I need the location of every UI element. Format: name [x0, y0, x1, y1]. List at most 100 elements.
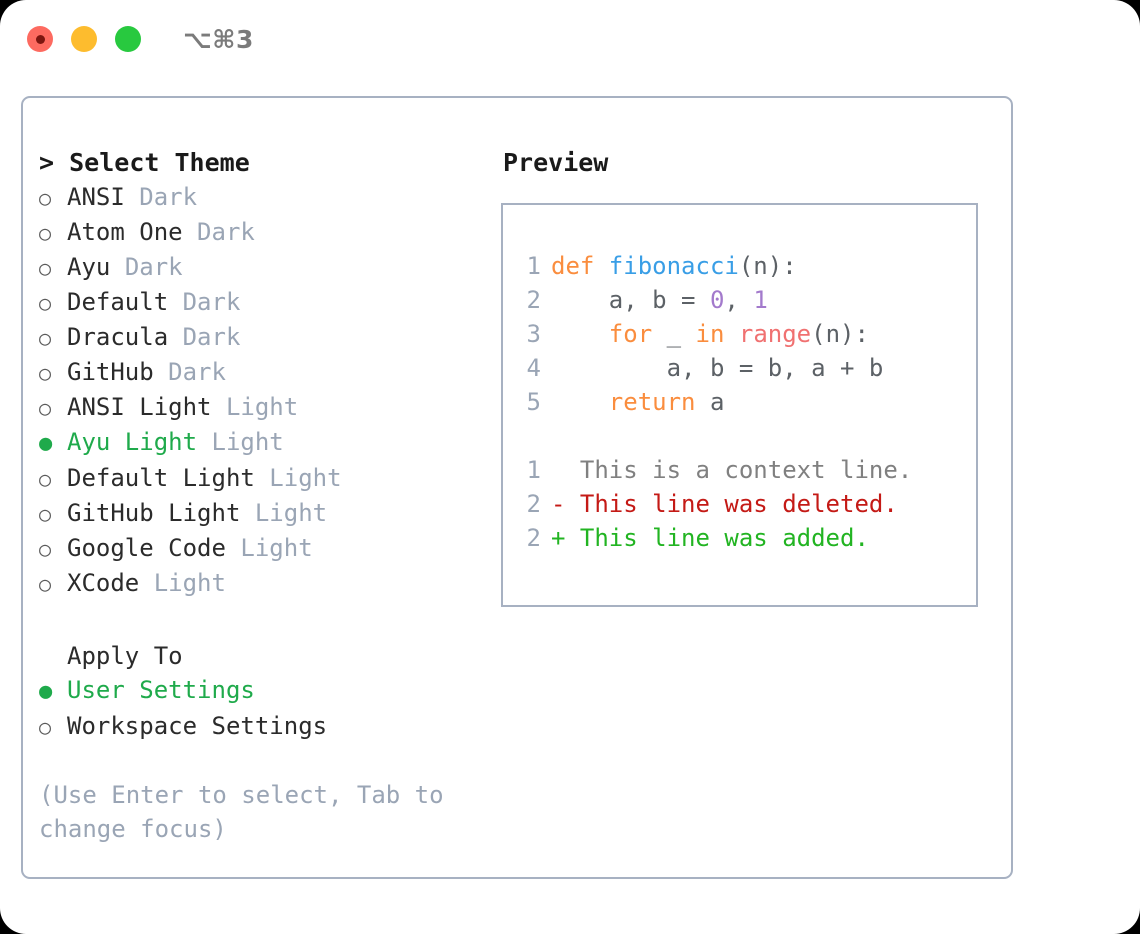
apply-to-option-label: User Settings — [67, 676, 255, 704]
code-token-plain — [551, 388, 609, 416]
preview-column: Preview 1 def fibonacci(n): 2 a, b = 0, 1 3… — [501, 146, 1011, 846]
code-line: 5 return a — [519, 385, 976, 419]
theme-option-github-light[interactable]: ○GitHub Light Light — [39, 496, 501, 531]
code-diff-separator — [519, 419, 976, 453]
apply-to-option-user-settings[interactable]: ● User Settings — [39, 673, 501, 709]
theme-option-label: GitHub — [67, 358, 154, 386]
radio-unselected-icon: ○ — [39, 715, 52, 739]
apply-to-heading: Apply To — [67, 642, 183, 670]
select-theme-heading: > Select Theme — [39, 146, 501, 180]
theme-option-label: XCode — [67, 569, 140, 597]
theme-option-dracula[interactable]: ○ Dracula Dark — [39, 320, 501, 355]
code-token-plain: (n): — [738, 252, 797, 280]
theme-option-label: Default Light — [67, 464, 255, 492]
maximize-button[interactable] — [115, 26, 141, 52]
theme-option-tag: Light — [211, 428, 284, 456]
diff-line-content: + This line was added. — [551, 521, 869, 555]
theme-option-label: Ayu — [67, 253, 111, 281]
theme-option-tag: Dark — [139, 183, 198, 211]
code-token-plain: (n): — [811, 320, 869, 348]
code-line-content: def fibonacci(n): — [551, 249, 797, 283]
theme-option-ayu-light[interactable]: ●Ayu Light Light — [39, 425, 501, 461]
theme-option-tag: Dark — [182, 323, 241, 351]
code-line-number: 3 — [526, 320, 541, 348]
keyboard-shortcut-label: ⌥⌘3 — [183, 24, 254, 54]
theme-option-tag: Light — [153, 569, 226, 597]
diff-sample: 1 This is a context line.2- This line wa… — [519, 453, 976, 555]
theme-option-label: Dracula — [67, 323, 169, 351]
code-token-plain: , — [724, 286, 754, 314]
code-line-content: return a — [551, 385, 725, 419]
theme-option-atom-one[interactable]: ○Atom One Dark — [39, 215, 501, 250]
theme-option-tag: Dark — [124, 253, 183, 281]
code-line-number: 2 — [526, 286, 541, 314]
code-token-kw: return — [608, 388, 696, 416]
diff-line-del: 2- This line was deleted. — [519, 487, 976, 521]
diff-line-add: 2+ This line was added. — [519, 521, 976, 555]
diff-line-number: 2 — [526, 490, 541, 518]
apply-to-list[interactable]: ● User Settings ○ Workspace Settings — [39, 673, 501, 744]
diff-text: This is a context line. — [579, 456, 913, 484]
code-line-number: 1 — [526, 252, 541, 280]
diff-marker: + — [551, 524, 580, 552]
theme-option-label: ANSI Light — [67, 393, 212, 421]
code-line: 1 def fibonacci(n): — [519, 249, 976, 283]
code-token-plain: _ — [652, 320, 696, 348]
radio-unselected-icon: ○ — [39, 537, 52, 561]
theme-list[interactable]: ○ANSI Dark○Atom One Dark○Ayu Dark○Defaul… — [39, 180, 501, 601]
apply-to-option-label: Workspace Settings — [67, 712, 328, 740]
preview-box: 1 def fibonacci(n): 2 a, b = 0, 1 3 for _ i… — [501, 203, 978, 607]
theme-picker-column: > Select Theme ○ANSI Dark○Atom One Dark○… — [39, 146, 501, 846]
diff-text: This line was deleted. — [579, 490, 898, 518]
theme-option-default-light[interactable]: ○Default Light Light — [39, 461, 501, 496]
apply-to-option-workspace-settings[interactable]: ○ Workspace Settings — [39, 709, 501, 744]
diff-line-ctx: 1 This is a context line. — [519, 453, 976, 487]
theme-option-tag: Light — [269, 464, 342, 492]
theme-option-tag: Light — [254, 499, 328, 527]
code-token-plain: a, b = — [551, 286, 710, 314]
radio-selected-icon: ● — [39, 431, 53, 456]
close-button[interactable] — [27, 26, 53, 52]
theme-option-tag: Dark — [168, 358, 226, 386]
prompt-caret: > — [39, 148, 55, 177]
code-line-content: a, b = 0, 1 — [551, 283, 768, 317]
theme-option-label: ANSI — [67, 183, 125, 211]
theme-option-google-code[interactable]: ○ Google Code Light — [39, 531, 501, 566]
preview-heading: Preview — [503, 148, 609, 177]
select-theme-title: Select Theme — [69, 148, 250, 177]
radio-selected-icon: ● — [39, 679, 53, 704]
code-token-kw: for — [608, 320, 653, 348]
code-line-number: 4 — [526, 354, 541, 382]
theme-option-github[interactable]: ○ GitHub Dark — [39, 355, 501, 390]
code-token-call: range — [738, 320, 812, 348]
theme-option-ansi[interactable]: ○ANSI Dark — [39, 180, 501, 215]
theme-option-label: Atom One — [67, 218, 183, 246]
radio-unselected-icon: ○ — [39, 221, 52, 245]
code-line: 4 a, b = b, a + b — [519, 351, 976, 385]
theme-option-ayu[interactable]: ○Ayu Dark — [39, 250, 501, 285]
theme-option-label: Google Code — [67, 534, 226, 562]
diff-line-content: This is a context line. — [551, 453, 912, 487]
code-line-content: a, b = b, a + b — [551, 351, 884, 385]
main-panel: > Select Theme ○ANSI Dark○Atom One Dark○… — [21, 96, 1013, 879]
radio-unselected-icon: ○ — [39, 502, 52, 526]
theme-option-label: Default — [67, 288, 169, 316]
theme-option-ansi-light[interactable]: ○ANSI Light Light — [39, 390, 501, 425]
theme-option-tag: Light — [240, 534, 313, 562]
code-token-plain — [551, 320, 609, 348]
code-line-content: for _ in range(n): — [551, 317, 869, 351]
code-token-num: 1 — [753, 286, 768, 314]
radio-unselected-icon: ○ — [39, 361, 52, 385]
minimize-button[interactable] — [71, 26, 97, 52]
diff-marker: - — [551, 490, 580, 518]
theme-option-default[interactable]: ○Default Dark — [39, 285, 501, 320]
diff-marker — [551, 456, 580, 484]
radio-unselected-icon: ○ — [39, 396, 52, 420]
code-token-fn: fibonacci — [608, 252, 739, 280]
close-icon — [35, 34, 45, 44]
radio-unselected-icon: ○ — [39, 326, 52, 350]
code-token-plain: a, b = b, a + b — [551, 354, 884, 382]
code-token-num: 0 — [709, 286, 725, 314]
theme-option-xcode[interactable]: ○XCode Light — [39, 566, 501, 601]
